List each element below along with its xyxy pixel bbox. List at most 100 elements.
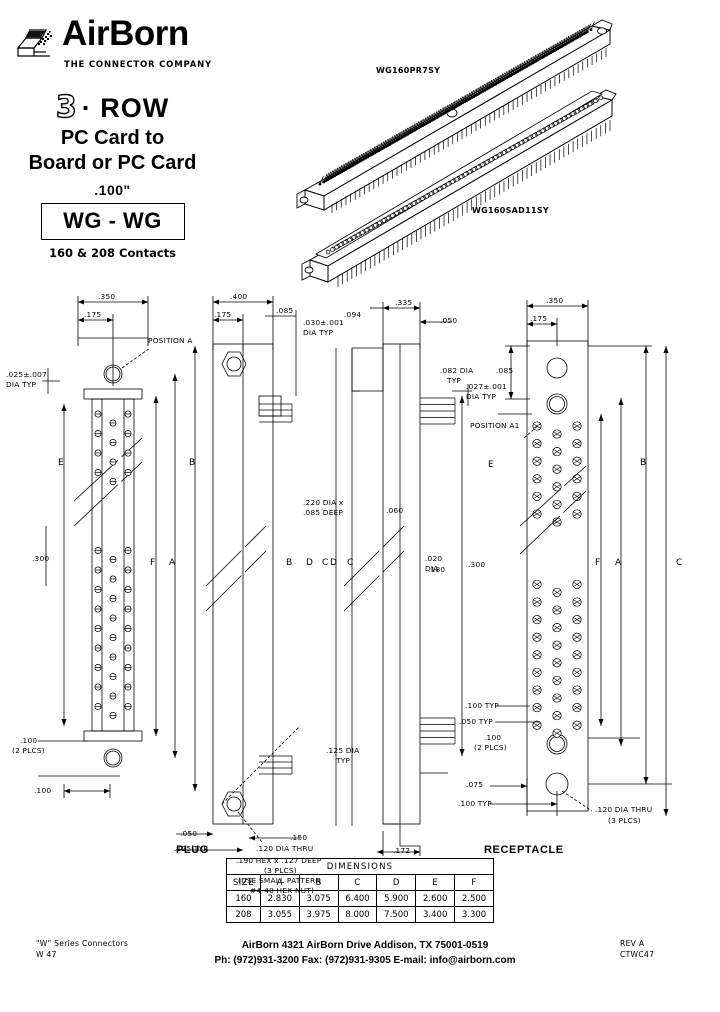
plug-front-label-A: A <box>169 558 176 568</box>
plug-board-dim-060: .060 <box>386 506 404 515</box>
cell-a: 3.055 <box>259 906 300 923</box>
cell-size: 160 <box>226 890 261 907</box>
plug-view-caption: PLUG <box>176 844 209 856</box>
plug-front-label-F: F <box>150 558 156 568</box>
plug-board-dim-335: .335 <box>395 298 413 307</box>
recep-dim-100-pair-l1: .100 <box>484 733 502 742</box>
footer-revision-block: REV A CTWC47 <box>620 938 654 961</box>
table-header-c: C <box>337 874 378 891</box>
plug-front-position-note: POSITION A <box>148 336 193 345</box>
recep-socket-dia-l1: .027±.001 <box>466 382 507 391</box>
recep-position-note: POSITION A1 <box>470 421 520 430</box>
recep-dim-175: .175 <box>530 314 548 323</box>
recep-label-A: A <box>615 558 622 568</box>
plug-front-dim-100-pair-l1: .100 <box>20 736 38 745</box>
table-header-e: E <box>415 874 456 891</box>
plug-side-label-D: D <box>306 558 314 568</box>
plug-board-dim-020-l1: .020 <box>425 554 443 563</box>
plug-side-hole-thru: .120 DIA THRU <box>256 844 314 853</box>
pitch-value: .100" <box>94 181 131 198</box>
plug-front-dim-100-pair-l2: (2 PLCS) <box>12 746 45 755</box>
title-row-line: 3· ROW <box>10 90 215 125</box>
recep-thru-note-l1: .120 DIA THRU <box>595 805 653 814</box>
recep-label-F: F <box>595 558 601 568</box>
cell-c: 6.400 <box>337 890 378 907</box>
page-footer: "W" Series Connectors W 47 AirBorn 4321 … <box>0 938 720 978</box>
plug-front-dim-300: .300 <box>32 554 50 563</box>
receptacle-solder-tails <box>337 120 611 287</box>
plug-board-dim-125-dia-l2: TYP <box>336 756 351 765</box>
table-caption-row: DIMENSIONS <box>226 858 494 875</box>
recep-dim-050-typ: .050 TYP <box>459 717 493 726</box>
footer-series-line1: "W" Series Connectors <box>36 939 129 948</box>
plug-board-dim-050: .050 <box>440 316 458 325</box>
cell-d: 5.900 <box>376 890 417 907</box>
recep-dim-100-pair-l2: (2 PLCS) <box>474 743 507 752</box>
isometric-illustration: WG160PR7SY WG160SAD11SY <box>280 8 715 288</box>
recep-dim-085: .085 <box>496 366 514 375</box>
receptacle-part-number-label: WG160SAD11SY <box>472 206 549 215</box>
plug-side-label-B: B <box>286 558 293 568</box>
footer-doc-code: CTWC47 <box>620 950 655 960</box>
table-row: 208 3.055 3.975 8.000 7.500 3.400 3.300 <box>226 906 494 923</box>
cell-size: 208 <box>226 906 261 923</box>
plug-board-dim-020-l2: DIA <box>425 564 439 573</box>
recep-dim-075: .075 <box>466 780 484 789</box>
engineering-drawing-area: .350 .175 POSITION A .025±.007 DIA TYP E… <box>0 286 720 895</box>
contacts-note: 160 & 208 Contacts <box>49 245 176 260</box>
table-header-a: A <box>259 874 300 891</box>
part-series-box: WG - WG <box>40 202 185 240</box>
cell-a: 2.830 <box>259 890 300 907</box>
recep-socket-dia-l2: DIA TYP <box>466 392 497 401</box>
plug-board-solder-dia-l2: TYP <box>447 376 462 385</box>
table-row: 160 2.830 3.075 6.400 5.900 2.600 2.500 <box>226 890 494 907</box>
recep-thru-note-l2: (3 PLCS) <box>608 816 641 825</box>
title-line-2: PC Card to <box>60 126 165 149</box>
table-caption: DIMENSIONS <box>226 858 494 875</box>
footer-company-address: AirBorn 4321 AirBorn Drive Addison, TX 7… <box>241 940 489 951</box>
title-dot: · <box>81 93 92 123</box>
dimensions-table: DIMENSIONS SIZE A B C D E F 160 2.830 3.… <box>226 858 494 923</box>
cell-e: 2.600 <box>415 890 456 907</box>
plug-board-label-C: C <box>347 558 354 568</box>
recep-label-C: C <box>676 558 683 568</box>
plug-pin-field <box>318 21 595 186</box>
title-block: 3· ROW PC Card to Board or PC Card .100"… <box>10 90 215 260</box>
recep-dim-350: .350 <box>546 296 564 305</box>
recep-label-B: B <box>640 458 647 468</box>
table-header-size: SIZE <box>226 874 261 891</box>
cell-c: 8.000 <box>337 906 378 923</box>
plug-front-pin-dia-line2: DIA TYP <box>6 380 37 389</box>
plug-part-number-label: WG160PR7SY <box>376 66 441 75</box>
plug-side-dim-085: .085 <box>276 306 294 315</box>
dimension-drawings <box>38 296 672 856</box>
plug-front-label-E: E <box>58 458 64 468</box>
cell-f: 3.300 <box>454 906 494 923</box>
footer-company-block: AirBorn 4321 AirBorn Drive Addison, TX 7… <box>175 938 555 968</box>
footer-company-contact: Ph: (972)931-3200 Fax: (972)931-9305 E-m… <box>214 955 516 966</box>
plug-side-dim-175: .175 <box>214 310 232 319</box>
plug-solder-tails <box>331 48 607 213</box>
row-count: 3 <box>55 90 78 125</box>
recep-dim-100-typ: .100 TYP <box>465 701 499 710</box>
table-header-b: B <box>298 874 339 891</box>
brand-name: AirBorn <box>62 14 189 53</box>
table-header-d: D <box>376 874 417 891</box>
plug-front-dim-100: .100 <box>34 786 52 795</box>
cell-d: 7.500 <box>376 906 417 923</box>
receptacle-view-caption: RECEPTACLE <box>484 844 564 856</box>
cell-b: 3.975 <box>298 906 339 923</box>
brand-tagline: THE CONNECTOR COMPANY <box>64 60 212 70</box>
table-header-f: F <box>454 874 494 891</box>
plug-side-dim-400: .400 <box>230 292 248 301</box>
plug-side-dim-050: .050 <box>180 829 198 838</box>
plug-board-dim-180: .180 <box>428 565 446 574</box>
plug-board-dim-172: .172 <box>393 846 411 855</box>
plug-connector-body <box>296 19 613 211</box>
plug-side-contact-dia-l1: .030±.001 <box>303 318 344 327</box>
recep-dim-100-typ-b: .100 TYP <box>458 799 492 808</box>
plug-front-dim-350: .350 <box>98 292 116 301</box>
table-header-row: SIZE A B C D E F <box>226 874 494 891</box>
footer-series-line2: W 47 <box>36 950 57 960</box>
